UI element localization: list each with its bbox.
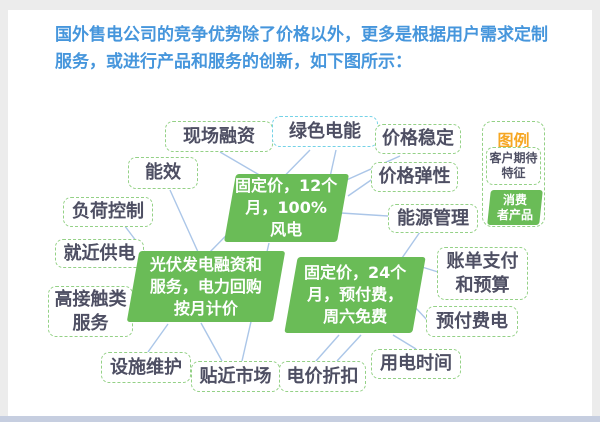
feature-high-touch-service: 高接触类 服务 [48,286,133,337]
frame-left [0,0,8,422]
feature-load-control: 负荷控制 [63,197,153,227]
feature-market-proximity: 贴近市场 [191,361,280,392]
feature-prepaid-power: 预付费电 [426,306,518,337]
feature-facility-maintenance: 设施维护 [101,352,191,383]
product-solar-financing: 光伏发电融资和 服务，电力回购 按月计价 [126,251,286,322]
legend-consumer-product: 消费 者产品 [487,190,543,225]
product-solar-financing-label: 光伏发电融资和 服务，电力回购 按月计价 [149,254,262,318]
feature-energy-management: 能源管理 [388,204,478,233]
intro-text: 国外售电公司的竞争优势除了价格以外，更多是根据用户需求定制服务，或进行产品和服务… [55,25,548,72]
product-fixed-price-24m-label: 固定价，24个 月，预付费， 周六免费 [303,263,407,326]
feature-time-of-use: 用电时间 [371,349,461,379]
frame-top [0,0,600,10]
feature-price-stability: 价格稳定 [375,124,461,154]
product-fixed-price-24m: 固定价，24个 月，预付费， 周六免费 [284,257,426,333]
feature-nearby-supply: 就近供电 [55,239,144,268]
frame-right [592,0,600,422]
feature-price-discount: 电价折扣 [279,361,366,392]
feature-bill-payment-budget: 账单支付 和预算 [437,247,528,300]
product-fixed-price-12m-label: 固定价，12个 月，100% 风电 [235,176,338,239]
feature-energy-efficiency: 能效 [128,157,198,189]
frame-bottom [0,416,600,422]
legend-title: 图例 [497,131,530,150]
feature-green-power: 绿色电能 [272,116,378,147]
legend-expected-feature: 客户期待 特征 [486,147,541,185]
legend-consumer-product-label: 消费 者产品 [496,192,533,222]
product-fixed-price-12m: 固定价，12个 月，100% 风电 [224,174,349,242]
feature-onsite-financing: 现场融资 [165,121,273,152]
feature-price-flexibility: 价格弹性 [371,162,458,192]
